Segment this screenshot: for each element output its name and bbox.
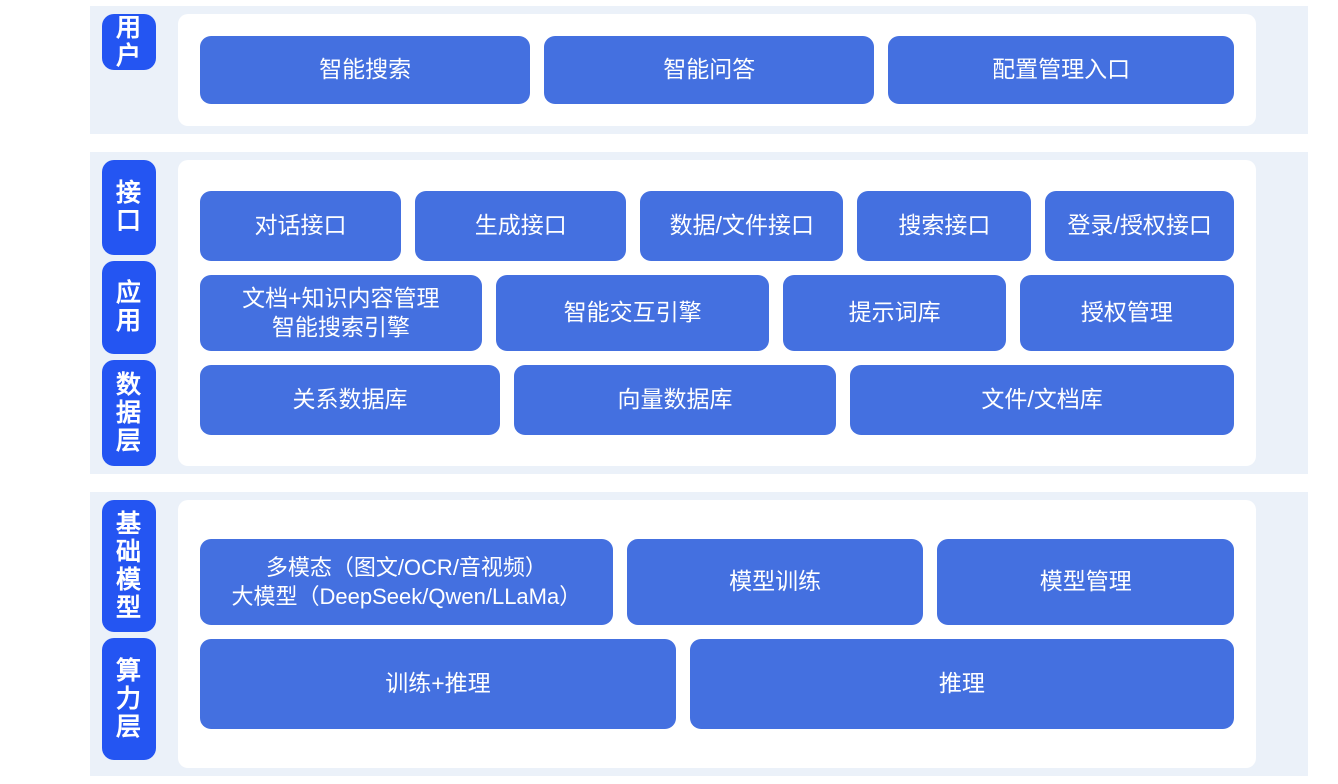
box-inference[interactable]: 推理 [689,639,1234,729]
box-relational-database[interactable]: 关系数据库 [200,365,500,435]
box-training-and-inference[interactable]: 训练+推理 [200,639,676,729]
section-user: 用户 智能搜索 智能问答 配置管理入口 [90,6,1308,134]
section-user-label-column: 用户 [90,6,170,134]
box-smart-interaction-engine[interactable]: 智能交互引擎 [495,275,770,351]
model-row: 多模态（图文/OCR/音视频） 大模型（DeepSeek/Qwen/LLaMa）… [200,539,1234,625]
box-smart-qa[interactable]: 智能问答 [544,36,875,104]
layer-label-application-text: 应用 [115,279,142,336]
box-file-document-store[interactable]: 文件/文档库 [850,365,1234,435]
section-infra-label-column: 基础模型 算力层 [90,492,170,776]
box-login-auth-api[interactable]: 登录/授权接口 [1045,191,1234,261]
section-user-panel: 智能搜索 智能问答 配置管理入口 [178,14,1256,126]
user-row: 智能搜索 智能问答 配置管理入口 [200,36,1234,104]
box-smart-search[interactable]: 智能搜索 [200,36,531,104]
layer-label-interface: 接口 [102,160,156,255]
box-authorization-management[interactable]: 授权管理 [1019,275,1234,351]
layer-label-base-model-text: 基础模型 [115,510,142,622]
box-config-management-entry[interactable]: 配置管理入口 [888,36,1234,104]
layer-label-compute: 算力层 [102,638,156,760]
layer-label-interface-text: 接口 [115,179,142,236]
section-platform-label-column: 接口 应用 数据层 [90,152,170,474]
box-search-api[interactable]: 搜索接口 [857,191,1032,261]
layer-label-data-text: 数据层 [115,370,142,455]
box-vector-database[interactable]: 向量数据库 [513,365,837,435]
interface-row: 对话接口 生成接口 数据/文件接口 搜索接口 登录/授权接口 [200,191,1234,261]
box-data-file-api[interactable]: 数据/文件接口 [640,191,844,261]
layer-label-data: 数据层 [102,359,156,466]
box-prompt-library[interactable]: 提示词库 [783,275,1006,351]
section-platform-panel: 对话接口 生成接口 数据/文件接口 搜索接口 登录/授权接口 文档+知识内容管理… [178,160,1256,466]
box-model-training[interactable]: 模型训练 [626,539,924,625]
box-generation-api[interactable]: 生成接口 [414,191,627,261]
layer-label-user: 用户 [102,14,156,70]
layer-label-user-text: 用户 [115,14,142,70]
application-row: 文档+知识内容管理 智能搜索引擎 智能交互引擎 提示词库 授权管理 [200,275,1234,351]
layer-label-application: 应用 [102,260,156,354]
section-platform: 接口 应用 数据层 对话接口 生成接口 数据/文件接口 搜索接口 登录/授权接口… [90,152,1308,474]
box-dialogue-api[interactable]: 对话接口 [200,191,401,261]
section-infra: 基础模型 算力层 多模态（图文/OCR/音视频） 大模型（DeepSeek/Qw… [90,492,1308,776]
box-multimodal-large-model[interactable]: 多模态（图文/OCR/音视频） 大模型（DeepSeek/Qwen/LLaMa） [200,539,613,625]
layer-label-base-model: 基础模型 [102,500,156,632]
compute-row: 训练+推理 推理 [200,639,1234,729]
data-row: 关系数据库 向量数据库 文件/文档库 [200,365,1234,435]
box-doc-knowledge-search-engine[interactable]: 文档+知识内容管理 智能搜索引擎 [200,275,482,351]
layer-label-compute-text: 算力层 [115,657,142,741]
box-model-management[interactable]: 模型管理 [937,539,1234,625]
section-infra-panel: 多模态（图文/OCR/音视频） 大模型（DeepSeek/Qwen/LLaMa）… [178,500,1256,768]
